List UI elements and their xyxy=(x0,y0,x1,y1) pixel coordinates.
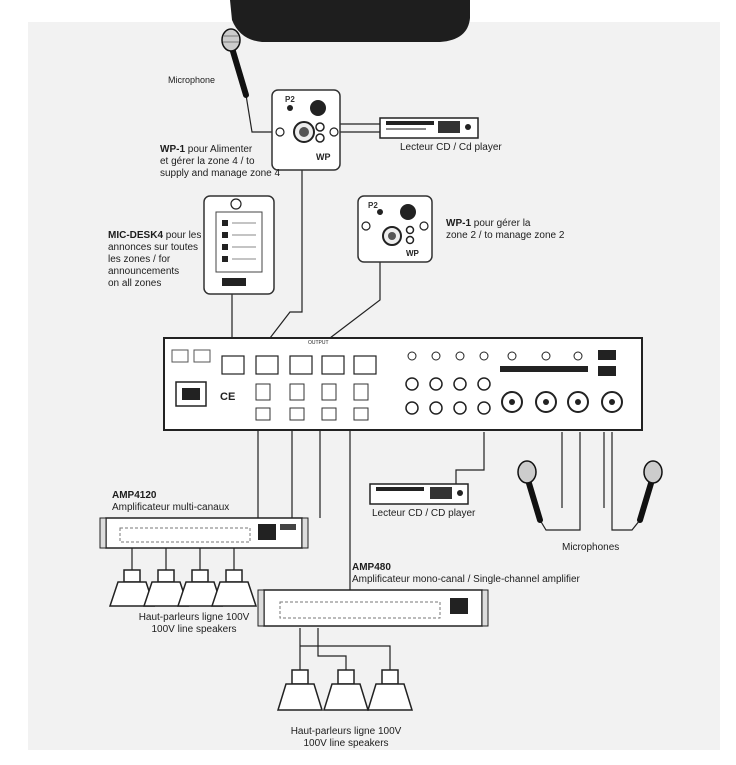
amp4120-device xyxy=(100,518,308,548)
svg-text:P2: P2 xyxy=(285,95,295,104)
wp1-zone4-line1: WP-1 pour Alimenter xyxy=(160,144,280,156)
svg-text:CE: CE xyxy=(220,391,235,403)
micdesk-line3: les zones / for xyxy=(108,254,201,266)
wp1-zone4-device: P2 WP xyxy=(272,90,340,170)
micdesk-text1: pour les xyxy=(163,230,201,241)
micdesk-line5: on all zones xyxy=(108,278,201,290)
speakers-bottom-line2: 100V line speakers xyxy=(270,738,422,750)
amp480-device xyxy=(258,590,488,626)
cable-mic-wp1 xyxy=(246,95,272,132)
amp480-desc: Amplificateur mono-canal / Single-channe… xyxy=(352,574,580,586)
svg-text:P2: P2 xyxy=(368,201,378,210)
micdesk-model: MIC-DESK4 xyxy=(108,230,163,241)
wp1-zone2-caption: WP-1 pour gérer la zone 2 / to manage zo… xyxy=(446,218,564,242)
wp1-zone2-line2: zone 2 / to manage zone 2 xyxy=(446,230,564,242)
wp1-zone4-line2: et gérer la zone 4 / to xyxy=(160,156,280,168)
top-device-shape xyxy=(230,0,470,42)
wp1-zone2-line1: WP-1 pour gérer la xyxy=(446,218,564,230)
wp1-zone4-line3: supply and manage zone 4 xyxy=(160,168,280,180)
microphones-icon xyxy=(518,461,662,520)
wp1-zone2-device: P2 WP xyxy=(358,196,432,262)
micdesk-line4: announcements xyxy=(108,266,201,278)
amp4120-caption: AMP4120 Amplificateur multi-canaux xyxy=(112,490,229,514)
cd-player-mid-device xyxy=(370,484,468,504)
mixer-device: CE xyxy=(164,338,642,430)
speakers-left-line1: Haut-parleurs ligne 100V xyxy=(118,612,270,624)
speakers-left-caption: Haut-parleurs ligne 100V 100V line speak… xyxy=(118,612,270,636)
cd-player-top-label: Lecteur CD / Cd player xyxy=(400,142,502,154)
micdesk-line1: MIC-DESK4 pour les xyxy=(108,230,201,242)
svg-text:WP: WP xyxy=(406,249,420,258)
amp480-caption: AMP480 Amplificateur mono-canal / Single… xyxy=(352,562,580,586)
wp1-zone4-model: WP-1 xyxy=(160,144,185,155)
cable-wp1-mixer xyxy=(270,168,302,338)
microphone-top-icon xyxy=(222,29,246,95)
microphones-label: Microphones xyxy=(562,542,619,554)
speakers-left-icons xyxy=(110,570,256,606)
cd-player-mid-label: Lecteur CD / CD player xyxy=(372,508,475,520)
wp1-zone2-model: WP-1 xyxy=(446,218,471,229)
cd-player-top-device xyxy=(380,118,478,138)
wp1-zone2-text1: pour gérer la xyxy=(471,218,530,229)
wp1-zone4-text1: pour Alimenter xyxy=(185,144,252,155)
amp4120-desc: Amplificateur multi-canaux xyxy=(112,502,229,514)
mixer-output-label: OUTPUT xyxy=(308,340,329,346)
svg-text:WP: WP xyxy=(316,152,331,162)
microphone-top-label: Microphone xyxy=(168,74,215,86)
amp4120-model: AMP4120 xyxy=(112,490,156,501)
wp1-zone4-caption: WP-1 pour Alimenter et gérer la zone 4 /… xyxy=(160,144,280,180)
speakers-bottom-icons xyxy=(278,670,412,710)
speakers-bottom-caption: Haut-parleurs ligne 100V 100V line speak… xyxy=(270,726,422,750)
micdesk-caption: MIC-DESK4 pour les annonces sur toutes l… xyxy=(108,230,201,290)
mic-desk4-device xyxy=(204,196,274,294)
micdesk-line2: annonces sur toutes xyxy=(108,242,201,254)
cable-wp1z2-mixer xyxy=(330,262,380,338)
speakers-bottom-line1: Haut-parleurs ligne 100V xyxy=(270,726,422,738)
speakers-left-line2: 100V line speakers xyxy=(118,624,270,636)
amp480-model: AMP480 xyxy=(352,562,391,573)
